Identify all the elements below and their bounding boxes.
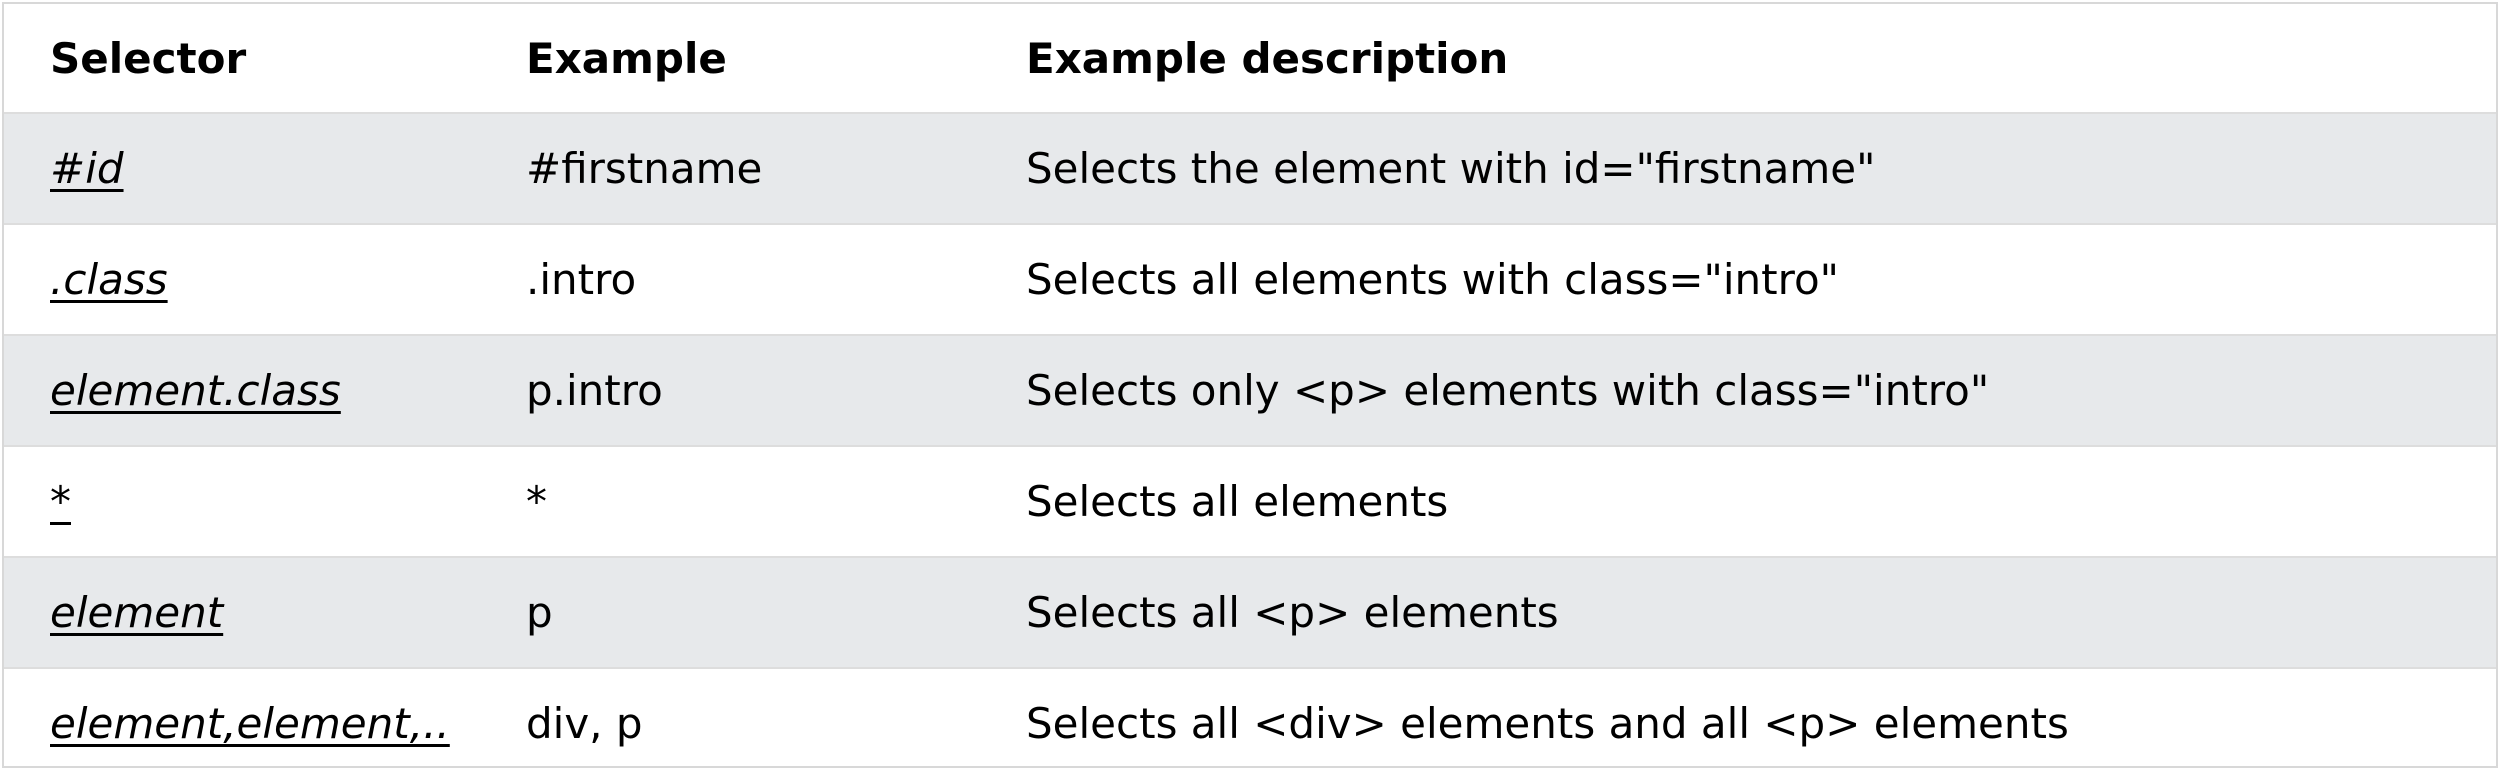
header-example: Example <box>480 4 980 114</box>
selector-cell: element,element,.. <box>4 668 480 766</box>
table-row: .class .intro Selects all elements with … <box>4 224 2496 336</box>
selector-link-element-list[interactable]: element,element,.. <box>50 699 450 748</box>
description-cell: Selects all <p> elements <box>980 557 2496 669</box>
selector-cell: element.class <box>4 335 480 447</box>
header-description: Example description <box>980 4 2496 114</box>
table-row: #id #firstname Selects the element with … <box>4 113 2496 225</box>
example-cell: * <box>480 446 980 558</box>
selector-link-class[interactable]: .class <box>50 255 168 304</box>
example-cell: #firstname <box>480 113 980 225</box>
example-cell: p <box>480 557 980 669</box>
description-cell: Selects only <p> elements with class="in… <box>980 335 2496 447</box>
table-row: element.class p.intro Selects only <p> e… <box>4 335 2496 447</box>
selector-cell: * <box>4 446 480 558</box>
table-row: element,element,.. div, p Selects all <d… <box>4 668 2496 766</box>
selector-link-element[interactable]: element <box>50 588 224 637</box>
selector-cell: element <box>4 557 480 669</box>
selector-link-element-class[interactable]: element.class <box>50 366 341 415</box>
table-row: element p Selects all <p> elements <box>4 557 2496 669</box>
description-cell: Selects all elements <box>980 446 2496 558</box>
selector-link-universal[interactable]: * <box>50 477 71 526</box>
example-cell: .intro <box>480 224 980 336</box>
description-cell: Selects the element with id="firstname" <box>980 113 2496 225</box>
example-cell: div, p <box>480 668 980 766</box>
description-cell: Selects all elements with class="intro" <box>980 224 2496 336</box>
selector-cell: #id <box>4 113 480 225</box>
selector-link-id[interactable]: #id <box>50 144 124 193</box>
header-selector: Selector <box>4 4 480 114</box>
css-selectors-table: Selector Example Example description #id… <box>4 4 2496 766</box>
table-row: * * Selects all elements <box>4 446 2496 558</box>
selector-cell: .class <box>4 224 480 336</box>
example-cell: p.intro <box>480 335 980 447</box>
description-cell: Selects all <div> elements and all <p> e… <box>980 668 2496 766</box>
table-header-row: Selector Example Example description <box>4 4 2496 114</box>
